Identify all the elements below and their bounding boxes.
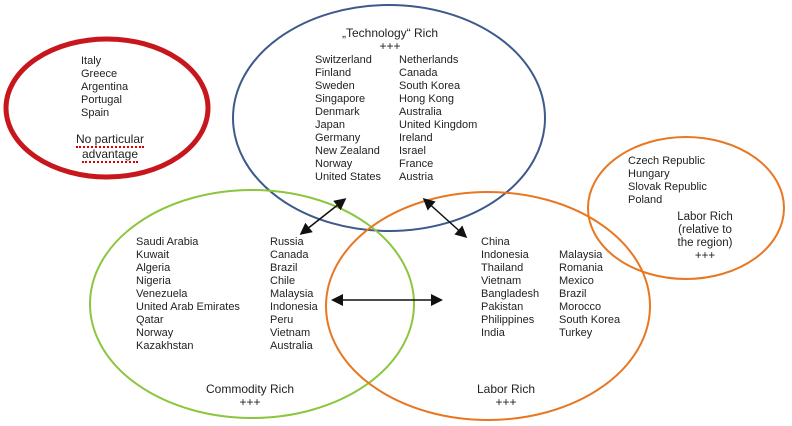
country: Spain: [81, 107, 110, 119]
arrow-technology-labor: [422, 197, 468, 239]
labor-ellipse: [325, 191, 651, 421]
no-advantage-list: Italy Greece Argentina Portugal Spain: [81, 55, 128, 120]
labor-title: Labor Rich+++: [476, 382, 536, 409]
technology-ellipse: [232, 4, 546, 232]
commodity-title: Commodity Rich+++: [205, 382, 295, 409]
country: Argentina: [81, 81, 129, 93]
country: Portugal: [81, 94, 122, 106]
no-advantage-label: No particular advantage: [75, 132, 145, 163]
labor-regional-ellipse: [587, 136, 785, 280]
technology-title: „Technology“ Rich+++: [341, 26, 439, 53]
no-advantage-ellipse: [3, 36, 211, 180]
country: Italy: [81, 55, 102, 67]
arrow-commodity-technology: [299, 198, 347, 235]
country: Greece: [81, 68, 118, 80]
